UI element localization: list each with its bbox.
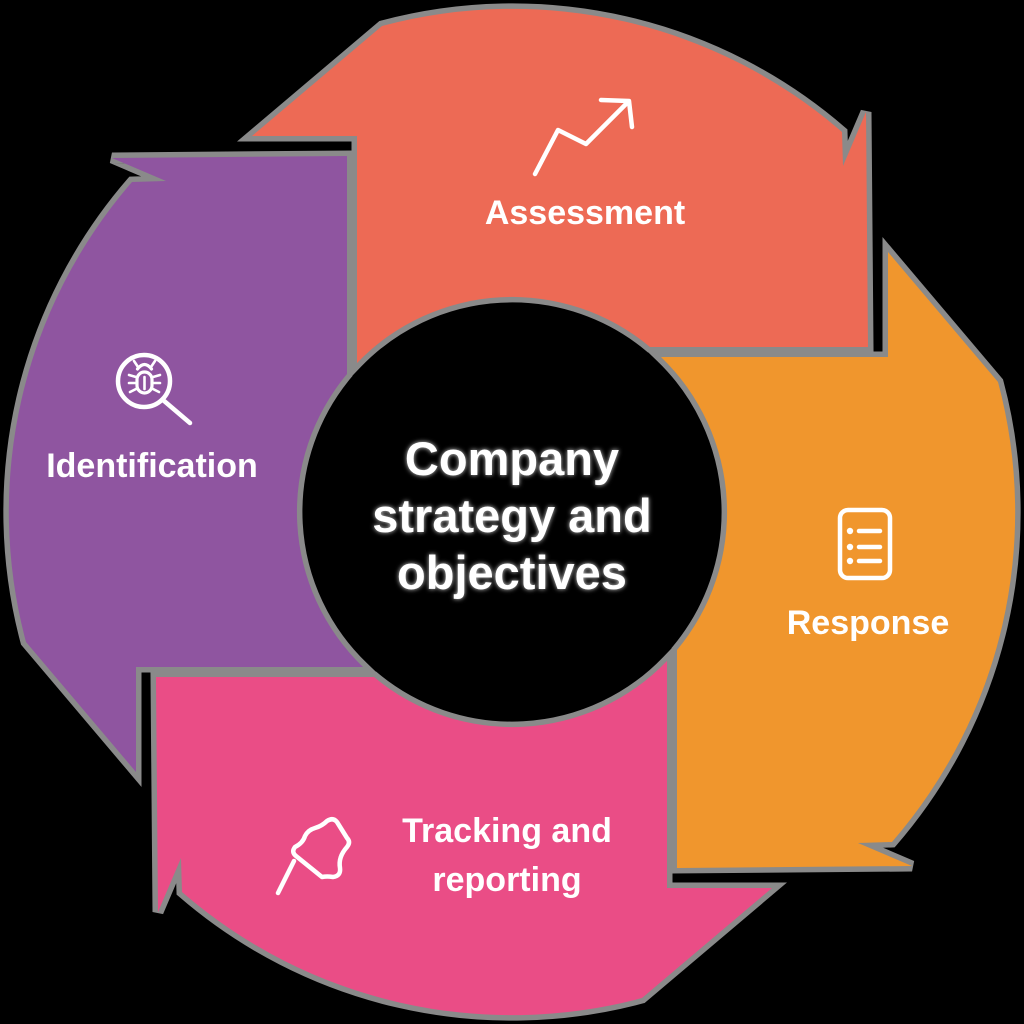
identification-label: Identification [46,447,258,485]
checklist-icon [837,507,893,581]
center-text-line2: strategy and [372,489,651,542]
assessment-label: Assessment [485,194,685,232]
tracking-label-line2: reporting [432,861,581,899]
response-label: Response [787,604,950,642]
center-text-line1: Company [405,432,619,485]
center-text-line3: objectives [397,546,627,599]
trend-up-icon [532,97,635,177]
center-text: Company strategy and objectives [372,432,651,599]
pushpin-icon [275,817,352,896]
bug-magnifier-icon [115,352,193,426]
tracking-label-line1: Tracking and [402,812,612,850]
